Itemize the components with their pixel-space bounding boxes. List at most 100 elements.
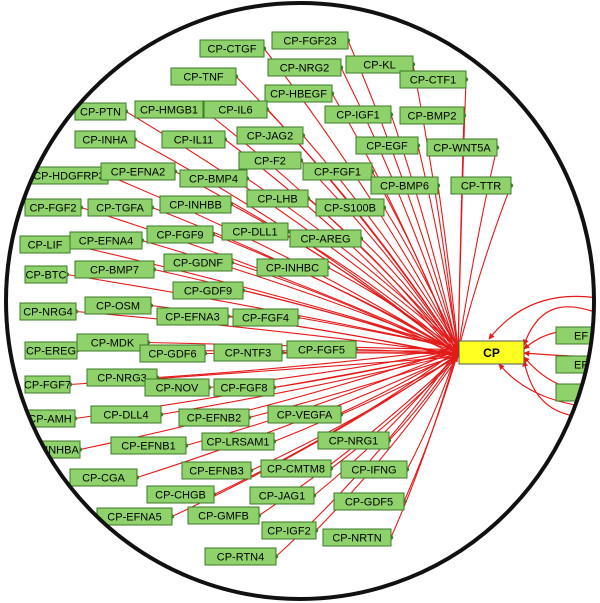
node-cp-wnt5a[interactable]: CP-WNT5A: [426, 138, 498, 157]
node-cp-s100b[interactable]: CP-S100B: [315, 198, 385, 217]
hub-node[interactable]: CP: [458, 340, 525, 365]
node-cp-inhbb[interactable]: CP-INHBB: [159, 195, 232, 214]
node-cp-ctf1[interactable]: CP-CTF1: [399, 70, 467, 89]
node-cp-rtn4[interactable]: CP-RTN4: [204, 547, 277, 566]
node-box: [24, 265, 68, 284]
node-cp-lif[interactable]: CP-LIF: [19, 235, 71, 254]
node-box: [370, 176, 439, 195]
node-box: [203, 100, 268, 119]
node-cp-nrg4[interactable]: CP-NRG4: [19, 302, 77, 321]
node-box: [84, 296, 152, 315]
node-cp-nov[interactable]: CP-NOV: [144, 378, 210, 397]
node-cp-fgf9[interactable]: CP-FGF9: [146, 225, 214, 244]
node-label: CP-FGF7: [24, 380, 71, 392]
node-cp-bmp4[interactable]: CP-BMP4: [179, 169, 248, 188]
node-cp-egf[interactable]: CP-EGF: [355, 136, 419, 155]
edge-cp-wnt5a: [456, 147, 498, 352]
edge-cp-gdf9: [242, 289, 459, 354]
receptor-node-partial[interactable]: EF: [555, 355, 600, 374]
node-cp-efna4[interactable]: CP-EFNA4: [69, 231, 143, 250]
node-cp-il11[interactable]: CP-IL11: [161, 130, 226, 149]
node-cp-il6[interactable]: CP-IL6: [203, 100, 268, 119]
node-box: [355, 136, 419, 155]
node-label: CP-HMGB1: [140, 105, 198, 117]
node-cp-inha[interactable]: CP-INHA: [74, 130, 136, 149]
node-cp-f2[interactable]: CP-F2: [238, 151, 302, 170]
node-cp-nrtn[interactable]: CP-NRTN: [322, 528, 392, 547]
node-cp-btc[interactable]: CP-BTC: [24, 265, 68, 284]
node-cp-igf1[interactable]: CP-IGF1: [324, 105, 392, 124]
node-cp-inhbc[interactable]: CP-INHBC: [256, 258, 329, 277]
node-cp-kl[interactable]: CP-KL: [345, 55, 414, 74]
edge-cp-s100b: [383, 207, 459, 349]
node-cp-fgf2[interactable]: CP-FGF2: [24, 198, 82, 217]
node-label: CP-EFNA4: [79, 236, 133, 248]
node-cp-mdk[interactable]: CP-MDK: [76, 333, 149, 352]
node-box: [399, 106, 465, 125]
node-cp-ereg[interactable]: CP-EREG: [24, 341, 78, 360]
node-cp-osm[interactable]: CP-OSM: [84, 296, 152, 315]
node-cp-dll1[interactable]: CP-DLL1: [221, 222, 289, 241]
node-cp-tnf[interactable]: CP-TNF: [170, 67, 237, 86]
node-cp-efnb1[interactable]: CP-EFNB1: [110, 436, 187, 455]
node-cp-cga[interactable]: CP-CGA: [69, 468, 138, 487]
node-cp-cmtm8[interactable]: CP-CMTM8: [260, 459, 332, 478]
node-cp-bmp6[interactable]: CP-BMP6: [370, 176, 439, 195]
node-cp-areg[interactable]: CP-AREG: [289, 229, 362, 248]
node-label: CP-FGF1: [314, 167, 361, 179]
node-label: CP-BMP6: [380, 181, 429, 193]
node-cp-gdnf[interactable]: CP-GDNF: [163, 253, 233, 272]
node-cp-jag2[interactable]: CP-JAG2: [236, 126, 304, 145]
node-cp-fgf7[interactable]: CP-FGF7: [24, 375, 71, 394]
node-box: [187, 506, 260, 525]
node-cp-nrg3[interactable]: CP-NRG3: [86, 368, 158, 387]
node-cp-efna3[interactable]: CP-EFNA3: [156, 307, 229, 326]
node-label: CP-GDF6: [148, 349, 196, 361]
node-cp-ttr[interactable]: CP-TTR: [450, 176, 512, 195]
node-cp-bmp2[interactable]: CP-BMP2: [399, 106, 465, 125]
node-cp-hdgfrp3[interactable]: CP-HDGFRP3: [29, 166, 109, 185]
node-cp-efna5[interactable]: CP-EFNA5: [96, 507, 173, 526]
node-cp-chgb[interactable]: CP-CHGB: [146, 485, 215, 504]
node-cp-efna2[interactable]: CP-EFNA2: [100, 162, 176, 181]
node-cp-gmfb[interactable]: CP-GMFB: [187, 506, 260, 525]
node-cp-ntf3[interactable]: CP-NTF3: [213, 343, 283, 362]
node-cp-hmgb1[interactable]: CP-HMGB1: [134, 100, 204, 119]
node-label: CP-CGA: [82, 473, 125, 485]
node-label: CP-NTF3: [225, 348, 271, 360]
node-cp-ptn[interactable]: CP-PTN: [74, 102, 127, 121]
node-cp-fgf5[interactable]: CP-FGF5: [286, 340, 357, 359]
hub-label: CP: [483, 346, 500, 360]
node-label: CP-INHBA: [26, 445, 79, 457]
node-cp-lrsam1[interactable]: CP-LRSAM1: [201, 432, 275, 451]
node-cp-nrg2[interactable]: CP-NRG2: [267, 58, 342, 77]
node-cp-fgf4[interactable]: CP-FGF4: [232, 308, 299, 327]
node-cp-dll4[interactable]: CP-DLL4: [90, 405, 162, 424]
node-cp-fgf23[interactable]: CP-FGF23: [271, 31, 349, 50]
node-cp-jag1[interactable]: CP-JAG1: [249, 486, 315, 505]
node-cp-amh[interactable]: CP-AMH: [24, 409, 76, 428]
node-cp-tgfa[interactable]: CP-TGFA: [87, 198, 153, 217]
node-cp-efnb2[interactable]: CP-EFNB2: [178, 408, 250, 427]
node-cp-fgf8[interactable]: CP-FGF8: [213, 378, 275, 397]
node-label: CP-VEGFA: [277, 410, 333, 422]
node-label: CP-CTF1: [410, 75, 456, 87]
node-cp-nrg1[interactable]: CP-NRG1: [317, 431, 390, 450]
node-cp-gdf6[interactable]: CP-GDF6: [139, 344, 206, 363]
node-cp-igf2[interactable]: CP-IGF2: [261, 521, 317, 540]
node-cp-bmp7[interactable]: CP-BMP7: [74, 260, 155, 279]
edge-cp-fgf9: [212, 233, 459, 353]
node-cp-gdf9[interactable]: CP-GDF9: [172, 281, 244, 300]
node-cp-ctgf[interactable]: CP-CTGF: [199, 39, 265, 58]
node-cp-efnb3[interactable]: CP-EFNB3: [181, 461, 252, 480]
receptor-node-partial[interactable]: EF: [555, 326, 600, 345]
node-cp-fgf1[interactable]: CP-FGF1: [302, 162, 373, 181]
node-cp-inhba[interactable]: CP-INHBA: [24, 440, 81, 459]
node-cp-hbegf[interactable]: CP-HBEGF: [264, 84, 333, 103]
node-box: [146, 485, 215, 504]
node-cp-lhb[interactable]: CP-LHB: [246, 189, 309, 208]
node-cp-ifng[interactable]: CP-IFNG: [340, 460, 408, 479]
node-cp-gdf5[interactable]: CP-GDF5: [333, 492, 405, 511]
node-box: [221, 222, 289, 241]
node-cp-vegfa[interactable]: CP-VEGFA: [267, 405, 342, 424]
